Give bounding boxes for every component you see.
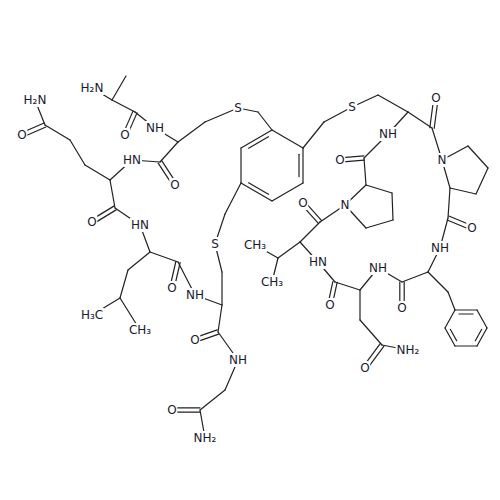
chemical-bond bbox=[70, 140, 85, 165]
atom-label: NH bbox=[430, 241, 450, 255]
chemical-bond bbox=[225, 183, 241, 214]
atom-label: HN bbox=[130, 218, 150, 232]
chemical-bond bbox=[258, 112, 272, 130]
chemical-bond bbox=[445, 328, 455, 346]
atom-label: HN bbox=[122, 153, 142, 167]
chemical-bond bbox=[455, 309, 477, 310]
atom-label: O bbox=[297, 196, 308, 210]
chemical-bond bbox=[221, 272, 222, 305]
chemical-bond bbox=[200, 390, 225, 410]
chemical-bond bbox=[475, 329, 481, 341]
atom-label: O bbox=[166, 281, 177, 295]
chemical-bond bbox=[448, 292, 455, 310]
chemical-bond bbox=[298, 154, 299, 176]
atom-label: O bbox=[169, 178, 180, 192]
chemical-bond bbox=[303, 122, 324, 148]
atom-label: O bbox=[430, 91, 441, 105]
atom-label: NH₂ bbox=[193, 431, 218, 445]
atom-label: O bbox=[396, 301, 407, 315]
chemical-bond bbox=[112, 100, 135, 112]
atom-label: O bbox=[324, 298, 335, 312]
atom-label: N bbox=[437, 153, 448, 167]
chemical-bond bbox=[359, 290, 360, 320]
chemical-bond bbox=[450, 188, 476, 194]
chemical-bond bbox=[300, 222, 320, 242]
atom-label: O bbox=[119, 128, 130, 142]
atom-label: H₂N bbox=[23, 93, 48, 107]
atom-label: O bbox=[359, 361, 370, 375]
chemical-bond bbox=[476, 168, 488, 194]
chemical-bond bbox=[240, 148, 241, 183]
chemical-bond bbox=[241, 183, 272, 201]
chemical-bond bbox=[408, 112, 432, 128]
atom-label: S bbox=[347, 100, 357, 114]
chemical-bond bbox=[459, 313, 473, 314]
chemical-bond bbox=[160, 142, 178, 162]
atom-label: CH₃ bbox=[128, 323, 152, 337]
atom-label: S bbox=[210, 237, 220, 251]
atom-label: NH bbox=[185, 288, 205, 302]
chemical-bond bbox=[178, 122, 205, 142]
chemical-bond bbox=[241, 130, 272, 148]
chemical-bond bbox=[450, 329, 456, 341]
chemical-bond bbox=[112, 76, 126, 100]
atom-label: CH₃ bbox=[260, 275, 284, 289]
atom-label: NH bbox=[368, 261, 388, 275]
chemical-bond bbox=[45, 125, 70, 140]
atom-label: O bbox=[466, 221, 477, 235]
chemical-bond bbox=[272, 130, 303, 148]
chemical-bond bbox=[392, 193, 393, 220]
atom-label: HN bbox=[308, 255, 328, 269]
chemical-bond bbox=[110, 180, 115, 208]
atom-label: N bbox=[340, 198, 351, 212]
atom-label: H₃C bbox=[80, 308, 104, 322]
chemical-bond bbox=[249, 183, 269, 195]
chemical-bond bbox=[378, 95, 408, 112]
atom-label: NH bbox=[378, 127, 398, 141]
chemical-bond bbox=[85, 165, 110, 180]
chemical-bond bbox=[249, 137, 269, 149]
chemical-bond bbox=[366, 220, 393, 228]
chemical-bond bbox=[128, 252, 150, 270]
atom-label: H₂N bbox=[80, 81, 105, 95]
chemical-bond bbox=[278, 242, 300, 258]
chemical-bond bbox=[360, 320, 382, 345]
chemical-bond bbox=[218, 305, 222, 332]
atom-label: S bbox=[233, 101, 243, 115]
chemical-bond bbox=[428, 272, 448, 292]
atom-label: NH bbox=[145, 121, 165, 135]
chemical-bond bbox=[477, 310, 487, 328]
chemical-bond bbox=[120, 270, 128, 298]
atom-label: O bbox=[16, 128, 27, 142]
atom-label: O bbox=[189, 333, 200, 347]
chemical-bond bbox=[455, 345, 477, 346]
chemical-bond bbox=[448, 188, 450, 218]
atom-label: NH₂ bbox=[396, 343, 421, 357]
atom-label: O bbox=[166, 403, 177, 417]
chemical-bond bbox=[402, 272, 428, 282]
chemical-bond bbox=[477, 328, 487, 346]
atom-label: NH bbox=[228, 353, 248, 367]
chemical-bond bbox=[445, 310, 455, 328]
chemical-bond bbox=[364, 158, 366, 185]
chemical-bond bbox=[150, 252, 178, 262]
atom-label: CH₃ bbox=[243, 238, 267, 252]
chemical-bond bbox=[366, 185, 392, 193]
chemical-bond bbox=[468, 146, 488, 168]
atom-label: O bbox=[86, 215, 97, 229]
chemical-bond bbox=[302, 148, 303, 183]
chemical-bond bbox=[335, 282, 360, 290]
atom-label: O bbox=[334, 153, 345, 167]
